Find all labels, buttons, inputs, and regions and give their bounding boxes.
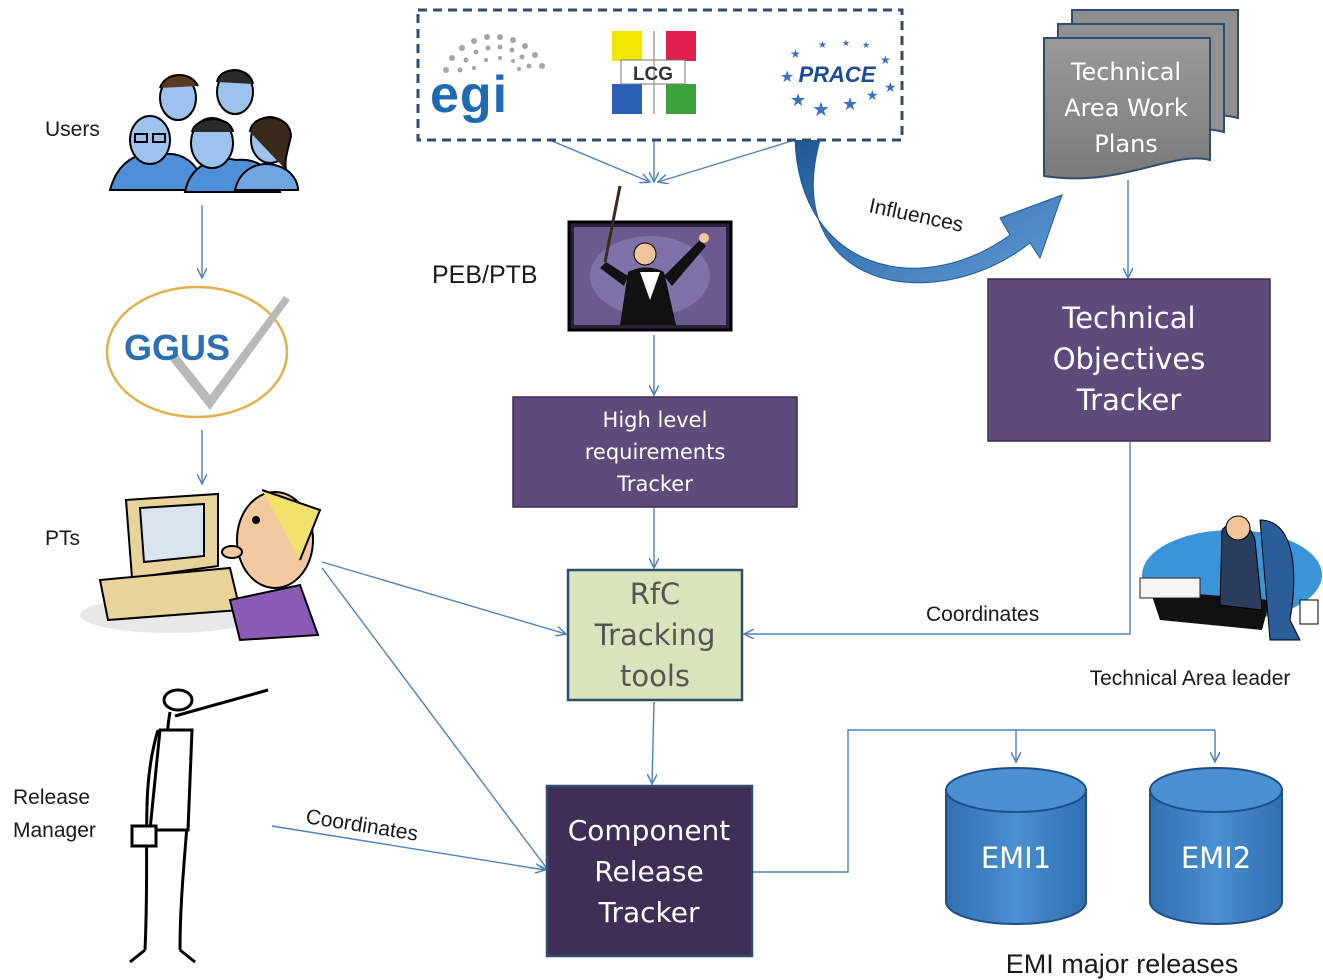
pts-label: PTs xyxy=(45,527,80,550)
objectives-line3: Tracker xyxy=(1076,383,1182,417)
rfc-line3: tools xyxy=(620,659,690,693)
prace-logo: ★ ★ ★ ★ ★ ★ ★ ★ ★ ★ ★ PRACE xyxy=(780,38,897,121)
arrow-rfc-to-component xyxy=(652,701,654,784)
svg-text:★: ★ xyxy=(866,87,879,103)
conductor-image xyxy=(567,185,733,332)
svg-text:★: ★ xyxy=(884,79,897,95)
connectors xyxy=(202,117,1215,873)
arrow-pts-to-rfc xyxy=(321,561,566,634)
svg-text:★: ★ xyxy=(780,69,794,86)
emi-major-releases-label: EMI major releases xyxy=(1006,949,1239,979)
influences-label: Influences xyxy=(867,194,965,236)
high-level-requirements-tracker-box: High level requirements Tracker xyxy=(512,396,798,508)
emi2-label: EMI2 xyxy=(1181,841,1251,875)
rfc-line1: RfC xyxy=(630,577,681,611)
arrow-prace-to-peb xyxy=(658,139,796,182)
work-plans-line3: Plans xyxy=(1094,130,1158,158)
influences-arrow xyxy=(794,139,1063,284)
highlevel-line1: High level xyxy=(603,408,708,432)
ggus-logo: GGUS xyxy=(105,285,290,419)
work-plans-line1: Technical xyxy=(1070,58,1181,86)
objectives-line1: Technical xyxy=(1061,301,1195,335)
rfc-tracking-tools-box: RfC Tracking tools xyxy=(566,568,744,702)
technical-objectives-tracker-box: Technical Objectives Tracker xyxy=(987,278,1271,442)
svg-text:★: ★ xyxy=(842,38,850,48)
coordinates-label-right: Coordinates xyxy=(926,603,1039,626)
users-image xyxy=(108,69,300,193)
peb-ptb-label: PEB/PTB xyxy=(432,261,538,289)
release-manager-label-line2: Manager xyxy=(13,819,96,842)
svg-text:★: ★ xyxy=(790,90,806,110)
component-line1: Component xyxy=(568,814,731,847)
arrow-pts-to-component xyxy=(321,567,548,870)
svg-text:★: ★ xyxy=(812,99,830,121)
pts-image xyxy=(80,489,322,642)
rfc-line2: Tracking xyxy=(594,618,716,652)
partners-logo-group: egi LCG ★ ★ ★ ★ ★ ★ ★ ★ ★ ★ ★ PRACE xyxy=(416,8,904,142)
svg-text:★: ★ xyxy=(862,40,870,50)
arrow-component-to-releases xyxy=(752,729,1215,873)
svg-text:★: ★ xyxy=(880,53,891,67)
release-manager-image xyxy=(129,688,269,964)
emi2-database: EMI2 xyxy=(1149,767,1283,925)
work-plans-line2: Area Work xyxy=(1064,94,1188,122)
users-label: Users xyxy=(45,118,100,141)
arrow-objectives-to-rfc xyxy=(744,442,1131,634)
prace-wordmark: PRACE xyxy=(798,62,876,87)
egi-wordmark: egi xyxy=(430,66,508,124)
egi-logo: egi xyxy=(430,34,545,124)
lcg-logo: LCG xyxy=(612,31,696,114)
objectives-line2: Objectives xyxy=(1053,342,1206,376)
svg-text:★: ★ xyxy=(818,40,827,51)
highlevel-line3: Tracker xyxy=(616,472,693,496)
ggus-wordmark: GGUS xyxy=(124,327,230,368)
component-line2: Release xyxy=(594,855,703,888)
arrow-manager-to-component xyxy=(271,825,545,870)
lcg-wordmark: LCG xyxy=(633,64,673,85)
highlevel-line2: requirements xyxy=(585,440,726,464)
work-plans-document: Technical Area Work Plans xyxy=(1043,9,1239,180)
component-release-tracker-box: Component Release Tracker xyxy=(545,784,754,958)
svg-text:★: ★ xyxy=(790,47,801,61)
release-manager-label-line1: Release xyxy=(13,786,90,809)
component-line3: Tracker xyxy=(597,896,699,929)
coordinates-label-left: Coordinates xyxy=(304,805,419,845)
emi1-label: EMI1 xyxy=(981,841,1051,875)
emi1-database: EMI1 xyxy=(945,767,1087,925)
technical-area-leader-image xyxy=(1139,515,1322,641)
technical-area-leader-label: Technical Area leader xyxy=(1090,667,1291,690)
svg-text:★: ★ xyxy=(842,94,858,114)
